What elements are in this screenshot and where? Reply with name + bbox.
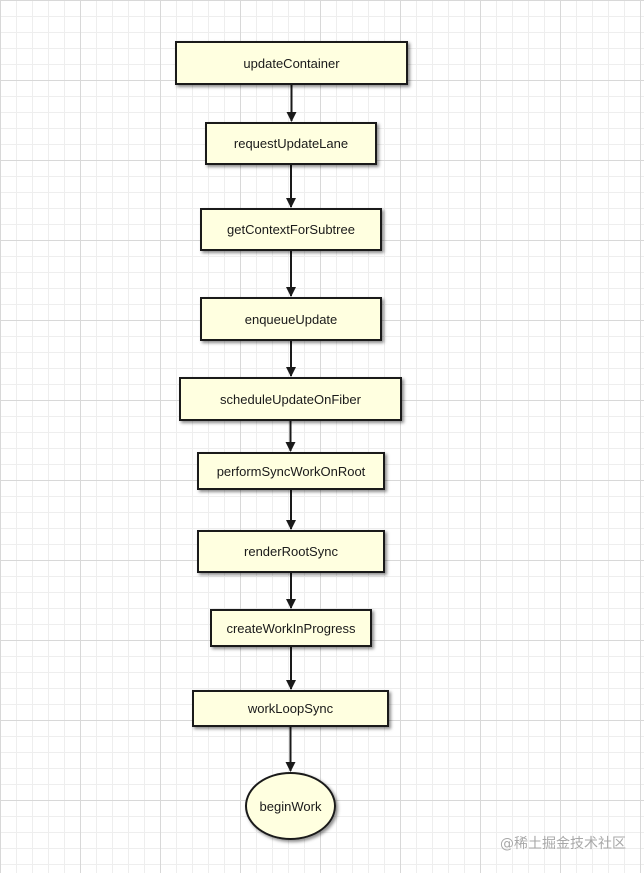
node-enqueue-update: enqueueUpdate [200, 297, 382, 341]
node-label: beginWork [259, 798, 322, 814]
node-label: createWorkInProgress [226, 620, 356, 636]
node-label: enqueueUpdate [244, 311, 338, 327]
node-label: scheduleUpdateOnFiber [220, 391, 361, 407]
watermark: @稀土掘金技术社区 [500, 836, 626, 852]
node-label: requestUpdateLane [233, 136, 349, 151]
node-request-update-lane: requestUpdateLane [205, 122, 377, 165]
node-label: updateContainer [243, 55, 340, 71]
node-perform-sync-work-on-root: performSyncWorkOnRoot [197, 452, 385, 490]
node-create-work-in-progress: createWorkInProgress [210, 609, 372, 647]
node-label: performSyncWorkOnRoot [216, 463, 366, 479]
node-get-context-for-subtree: getContextForSubtree [200, 208, 382, 251]
node-work-loop-sync: workLoopSync [192, 690, 389, 727]
node-begin-work: beginWork [245, 772, 336, 840]
node-schedule-update-on-fiber: scheduleUpdateOnFiber [179, 377, 402, 421]
node-label: renderRootSync [244, 544, 338, 559]
node-render-root-sync: renderRootSync [197, 530, 385, 573]
node-update-container: updateContainer [175, 41, 408, 85]
node-label: getContextForSubtree [227, 222, 355, 237]
node-label: workLoopSync [247, 701, 334, 716]
